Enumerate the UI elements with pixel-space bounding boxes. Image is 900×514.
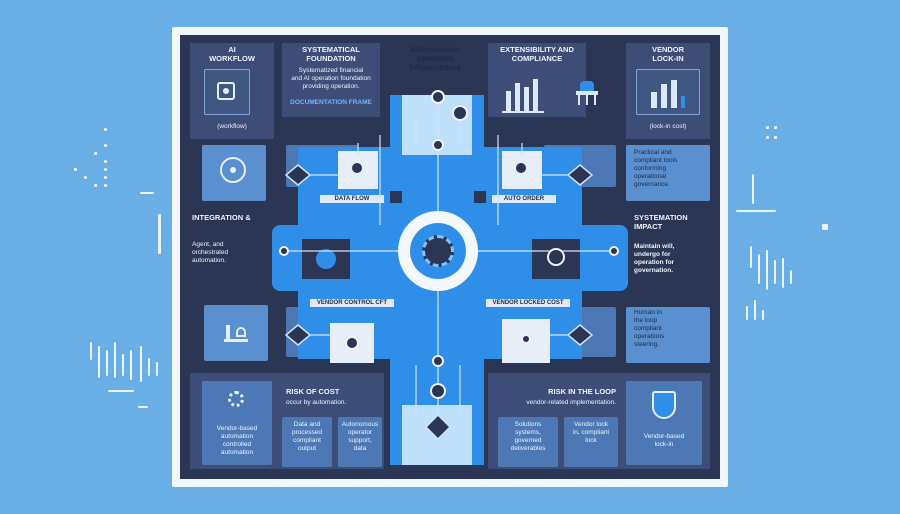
header-systematical-foundation: SYSTEMATICAL FOUNDATION	[302, 45, 360, 63]
right-feature-tile-1	[626, 145, 710, 201]
label-auto-order: AUTO ORDER	[492, 195, 556, 203]
header-autonomous-infrastructure: Autonomous operation Infrastructure	[408, 45, 461, 72]
label-vendor-control: VENDOR CONTROL CFT	[310, 299, 394, 307]
gear-icon	[422, 235, 454, 267]
sun-gear-icon	[228, 391, 244, 407]
bottom-left-subtitle: occur by automation.	[286, 399, 347, 406]
right-feature-2: Maintain will, undergo for operation for…	[634, 243, 675, 274]
left-network-tile	[202, 145, 266, 201]
bottom-right-card-1	[498, 417, 558, 467]
label-data-flow: DATA FLOW	[320, 195, 384, 203]
node-box-top-left	[338, 151, 378, 189]
lab-icon	[224, 325, 248, 343]
node-box-left	[302, 239, 350, 279]
systematical-description: Systematized financial and AI operation …	[291, 67, 371, 90]
header-ai-workflow: AI WORKFLOW	[209, 45, 255, 63]
right-feature-2-title: SYSTEMATION IMPACT	[634, 213, 688, 231]
node-box-top-right	[502, 151, 542, 189]
bottom-left-card-1	[202, 381, 272, 465]
extensibility-chart-icon	[502, 77, 546, 113]
left-feature-title: INTEGRATION &	[192, 213, 251, 222]
panel-systematical-foundation	[282, 43, 380, 117]
left-dot-pattern	[60, 110, 170, 430]
right-feature-3: Human in the loop compliant operations s…	[634, 309, 665, 348]
compliance-building-icon	[574, 81, 602, 109]
bottom-right-card-2-text: Vendor lock in, compliant lock	[572, 421, 610, 444]
left-feature-text: Agent, and orchestrated automation.	[192, 241, 229, 264]
bottom-left-card-2	[282, 417, 332, 467]
bottom-right-title: RISK IN THE LOOP	[548, 387, 616, 396]
workflow-icon	[217, 82, 235, 100]
bottom-right-card-3	[626, 381, 702, 465]
header-vendor-lockin: VENDOR LOCK-IN	[651, 45, 685, 63]
lockin-chart-tile	[636, 69, 700, 115]
bottom-right-subtitle: vendor-related implementation.	[526, 399, 616, 406]
bottom-left-card-1-text: Vendor-based automation controlled autom…	[216, 425, 258, 456]
bar-chart-icon	[651, 78, 687, 108]
infographic-board: AI WORKFLOW SYSTEMATICAL FOUNDATION Auto…	[180, 35, 720, 479]
right-feature-tile-3	[626, 307, 710, 363]
bottom-left-title: RISK OF COST	[286, 387, 340, 396]
workflow-caption: (workflow)	[217, 123, 247, 130]
bottom-left-card-2-text: Data and processed compliant output	[292, 421, 322, 452]
shield-icon	[652, 391, 676, 419]
right-dot-pattern	[728, 110, 848, 340]
network-hub-icon	[220, 157, 246, 183]
systematical-link: DOCUMENTATION FRAME	[290, 99, 372, 106]
bottom-right-card-1-text: Solutions systems, governed deliverables	[510, 421, 546, 452]
bottom-left-card-3	[338, 417, 382, 467]
bottom-right-card-2	[564, 417, 618, 467]
right-feature-1: Practical and compliant tools conforming…	[634, 149, 678, 188]
lockin-caption: (lock-in cost)	[649, 123, 687, 130]
label-vendor-locked: VENDOR LOCKED COST	[486, 299, 570, 307]
left-lab-tile	[204, 305, 268, 361]
workflow-icon-tile	[204, 69, 250, 115]
header-extensibility: EXTENSIBILITY AND COMPLIANCE	[500, 45, 574, 63]
bottom-right-card-3-text: Vendor-based lock-in	[643, 433, 685, 448]
connector-lines	[279, 90, 619, 441]
bottom-left-card-3-text: Autonomous operator support, data	[341, 421, 379, 452]
